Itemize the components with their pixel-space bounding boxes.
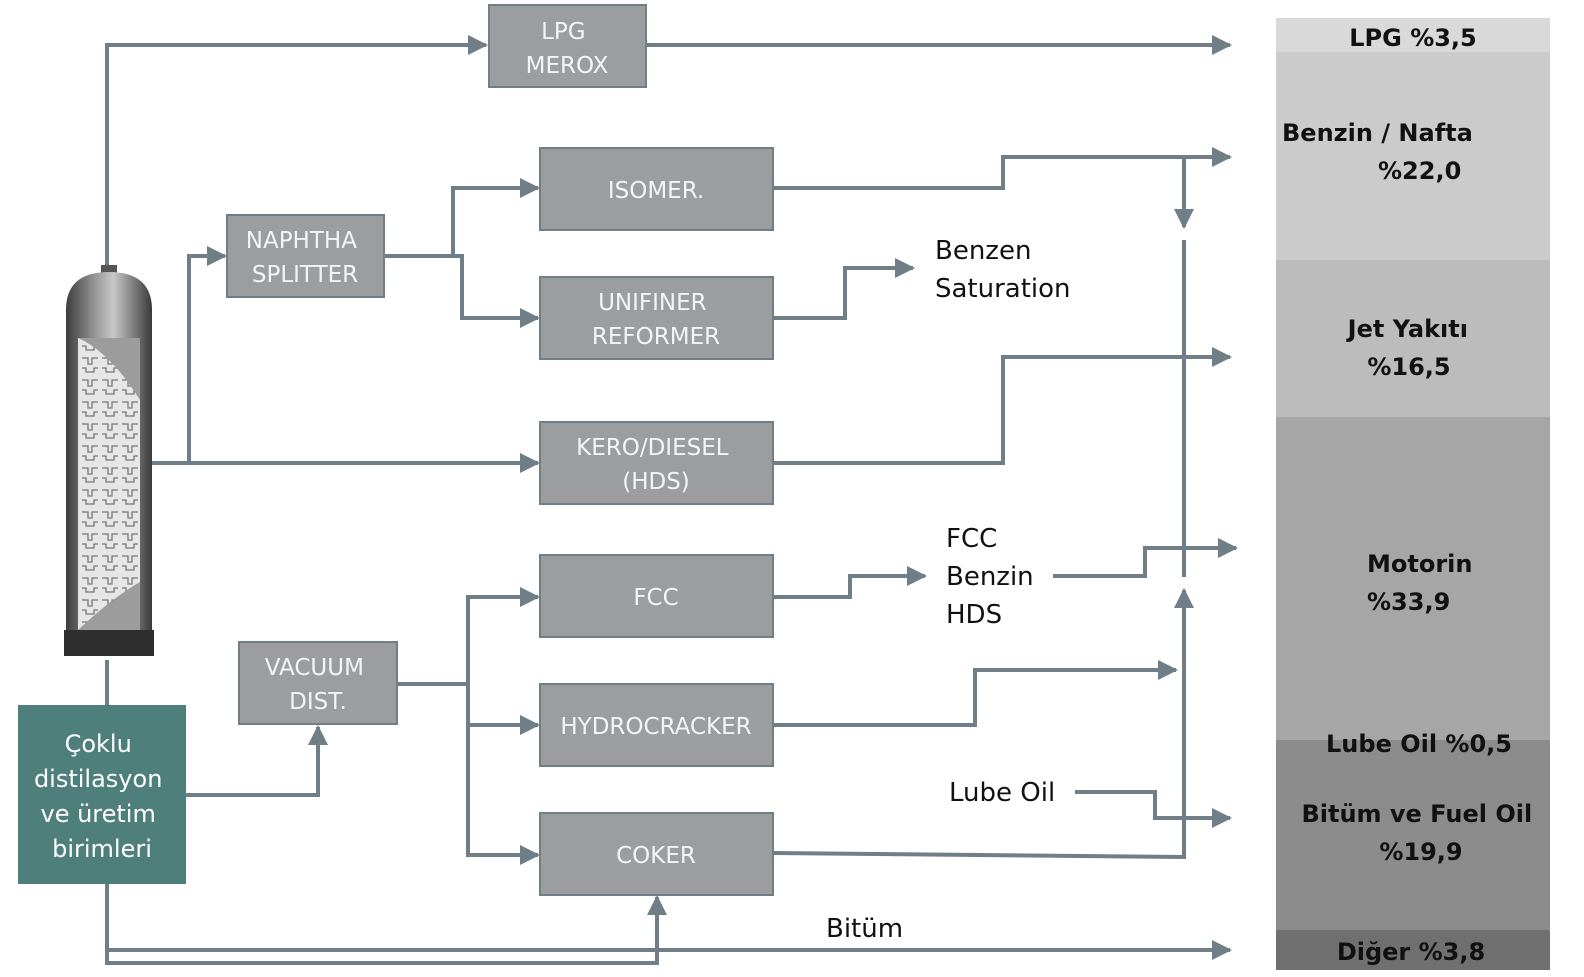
unit-lpg-merox: LPG MEROX: [488, 4, 647, 88]
product-band-bitum: [1276, 740, 1550, 930]
unit-isomer: ISOMER.: [539, 147, 774, 231]
flow-lines: [105, 35, 1238, 965]
svg-text:FCC: FCC: [633, 585, 678, 611]
flow-to-benzen-saturation: [773, 258, 915, 320]
product-label-diger: Diğer %3,8: [1337, 938, 1485, 966]
unit-kero-diesel: KERO/DIESEL (HDS): [539, 421, 774, 505]
flow-hydrocracker-out: [773, 660, 1178, 727]
svg-text:LPG MEROX: LPG MEROX: [526, 19, 609, 79]
flow-coker-out: [772, 588, 1194, 860]
product-band-benzin: [1276, 52, 1550, 260]
flow-to-unifiner: [453, 254, 540, 328]
side-box-distillation-units: Çoklu distilasyon ve üretim birimleri: [18, 705, 186, 884]
flow-to-coker-bottom: [105, 895, 667, 965]
unit-hydrocracker: HYDROCRACKER: [539, 683, 774, 767]
svg-text:ISOMER.: ISOMER.: [608, 178, 704, 204]
svg-text:HYDROCRACKER: HYDROCRACKER: [560, 714, 751, 740]
flow-to-lpg-merox: [105, 35, 488, 270]
product-band-jet: [1276, 260, 1550, 417]
svg-text:COKER: COKER: [616, 843, 696, 869]
product-band-lpg: [1276, 18, 1550, 52]
svg-text:NAPHTHA SPLITTER: NAPHTHA SPLITTER: [246, 228, 365, 288]
flow-to-fcc-benzin-hds: [773, 566, 927, 599]
product-label-lpg: LPG %3,5: [1349, 24, 1477, 52]
flow-lube-oil: [1075, 790, 1232, 828]
flow-to-hydrocracker: [466, 684, 540, 735]
unit-vacuum-dist: VACUUM DIST.: [238, 641, 398, 725]
unit-unifiner-reformer: UNIFINER REFORMER: [539, 276, 774, 360]
label-bitum: Bitüm: [826, 914, 903, 944]
svg-text:Çoklu distilasyon: Çoklu distilasyon ve üretim birimleri: [34, 730, 170, 863]
unit-naphtha-splitter: NAPHTHA SPLITTER: [226, 214, 385, 298]
product-label-lube: Lube Oil %0,5: [1326, 730, 1512, 758]
product-band-motorin: [1276, 417, 1550, 740]
svg-text:KERO/DIESEL (HDS): KERO/DIESEL (HDS): [576, 435, 736, 495]
unit-fcc: FCC: [539, 554, 774, 638]
flow-to-isomer: [383, 178, 540, 258]
product-label-motorin: Motorin %33,9: [1367, 550, 1481, 616]
svg-text:VACUUM DIST.: VACUUM DIST.: [265, 655, 371, 715]
distillation-column: [64, 265, 154, 656]
product-label-bitum: Bitüm ve Fuel Oil %19,9: [1301, 800, 1540, 866]
label-fcc-benzin-hds: FCC Benzin HDS: [946, 524, 1042, 630]
label-benzen-saturation: Benzen Saturation: [935, 236, 1071, 304]
flow-kero-jet: [773, 347, 1232, 465]
label-lube-oil: Lube Oil: [949, 778, 1055, 808]
flow-to-naphtha-splitter: [187, 246, 227, 463]
unit-coker: COKER: [539, 812, 774, 896]
product-band-diger: [1276, 930, 1550, 970]
flow-fcc-hds-motorin: [1053, 538, 1238, 578]
product-label-jet: Jet Yakıtı %16,5: [1346, 315, 1477, 381]
process-units: LPG MEROX NAPHTHA SPLITTER ISOMER. UNIFI…: [226, 4, 774, 896]
product-label-benzin: Benzin / Nafta %22,0: [1282, 119, 1481, 185]
flow-to-coker: [466, 725, 540, 865]
svg-text:UNIFINER REFORMER: UNIFINER REFORMER: [592, 290, 720, 350]
flow-isomer-benzin: [773, 147, 1232, 190]
product-yield-bar: LPG %3,5 Benzin / Nafta %22,0 Jet Yakıtı…: [1276, 18, 1550, 970]
flow-to-fcc: [466, 587, 540, 684]
flow-to-vacuum: [186, 725, 328, 797]
